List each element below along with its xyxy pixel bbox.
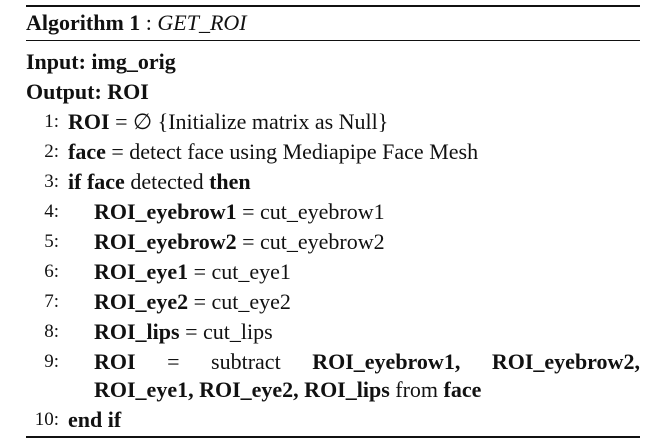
line-code: ROI_eye1 = cut_eye1 — [94, 258, 291, 286]
line-code-continued: ROI_eye1, ROI_eye2, ROI_lips from face — [94, 376, 481, 404]
algorithm-header: Algorithm 1 : GET_ROI — [26, 9, 640, 37]
end-if-keyword: end if — [68, 407, 122, 432]
roi-variable: ROI — [68, 109, 110, 134]
line-rest: = cut_lips — [185, 319, 273, 344]
line-code: ROI_eyebrow1 = cut_eyebrow1 — [94, 198, 385, 226]
roi-variable: ROI — [94, 349, 136, 374]
roi-variable: ROI_eyebrow1, — [312, 349, 461, 374]
detected-text: detected — [130, 169, 204, 194]
line-number: 1: — [44, 111, 59, 132]
line-rest: = cut_eyebrow2 — [242, 229, 385, 254]
input-line: Input: img_orig — [26, 48, 640, 76]
bottom-rule — [26, 436, 640, 438]
line-rest: = cut_eye2 — [193, 289, 291, 314]
input-value: img_orig — [91, 49, 176, 74]
line-number: 3: — [44, 171, 59, 192]
line-code: if face detected then — [68, 168, 251, 196]
line-number: 4: — [44, 201, 59, 222]
empty-set-symbol: ∅ — [132, 109, 153, 134]
output-line: Output: ROI — [26, 78, 640, 106]
input-label: Input: — [26, 49, 86, 74]
assign-operator: = — [167, 349, 180, 374]
face-variable: face — [443, 377, 482, 402]
then-keyword: then — [209, 169, 251, 194]
subtract-text: subtract — [211, 349, 281, 374]
line-number: 8: — [44, 321, 59, 342]
roi-variable: ROI_eye2 — [94, 289, 189, 314]
roi-variable-list: ROI_eye1, ROI_eye2, ROI_lips — [94, 377, 390, 402]
roi-variable: ROI_eyebrow1 — [94, 199, 237, 224]
line-number: 7: — [44, 291, 59, 312]
line-code: ROI = subtract ROI_eyebrow1, ROI_eyebrow… — [94, 348, 640, 376]
face-variable: face — [68, 139, 106, 164]
line-rest: = cut_eye1 — [193, 259, 291, 284]
algorithm-label: Algorithm 1 — [26, 10, 141, 35]
top-rule — [26, 5, 640, 7]
line-rest: = detect face using Mediapipe Face Mesh — [111, 139, 479, 164]
line-code: ROI_lips = cut_lips — [94, 318, 273, 346]
output-value: ROI — [107, 79, 149, 104]
roi-variable: ROI_eyebrow2 — [94, 229, 237, 254]
line-comment: {Initialize matrix as Null} — [157, 109, 389, 134]
line-number: 5: — [44, 231, 59, 252]
line-code: end if — [68, 406, 121, 434]
output-label: Output: — [26, 79, 102, 104]
line-number: 9: — [44, 351, 59, 372]
roi-variable: ROI_lips — [94, 319, 180, 344]
line-number: 6: — [44, 261, 59, 282]
if-keyword: if — [68, 169, 82, 194]
roi-variable: ROI_eyebrow2, — [491, 349, 640, 374]
line-number: 2: — [44, 141, 59, 162]
from-text: from — [395, 377, 439, 402]
line-rest: = cut_eyebrow1 — [242, 199, 385, 224]
line-code: ROI_eye2 = cut_eye2 — [94, 288, 291, 316]
line-code: ROI_eyebrow2 = cut_eyebrow2 — [94, 228, 385, 256]
line-code: ROI = ∅ {Initialize matrix as Null} — [68, 108, 388, 136]
roi-variable: ROI_eye1 — [94, 259, 189, 284]
algorithm-separator: : — [145, 10, 152, 35]
algorithm-name: GET_ROI — [157, 10, 247, 35]
header-rule — [26, 40, 640, 41]
face-variable: face — [86, 169, 125, 194]
assign-operator: = — [115, 109, 128, 134]
line-code: face = detect face using Mediapipe Face … — [68, 138, 478, 166]
line-number: 10: — [34, 409, 59, 430]
